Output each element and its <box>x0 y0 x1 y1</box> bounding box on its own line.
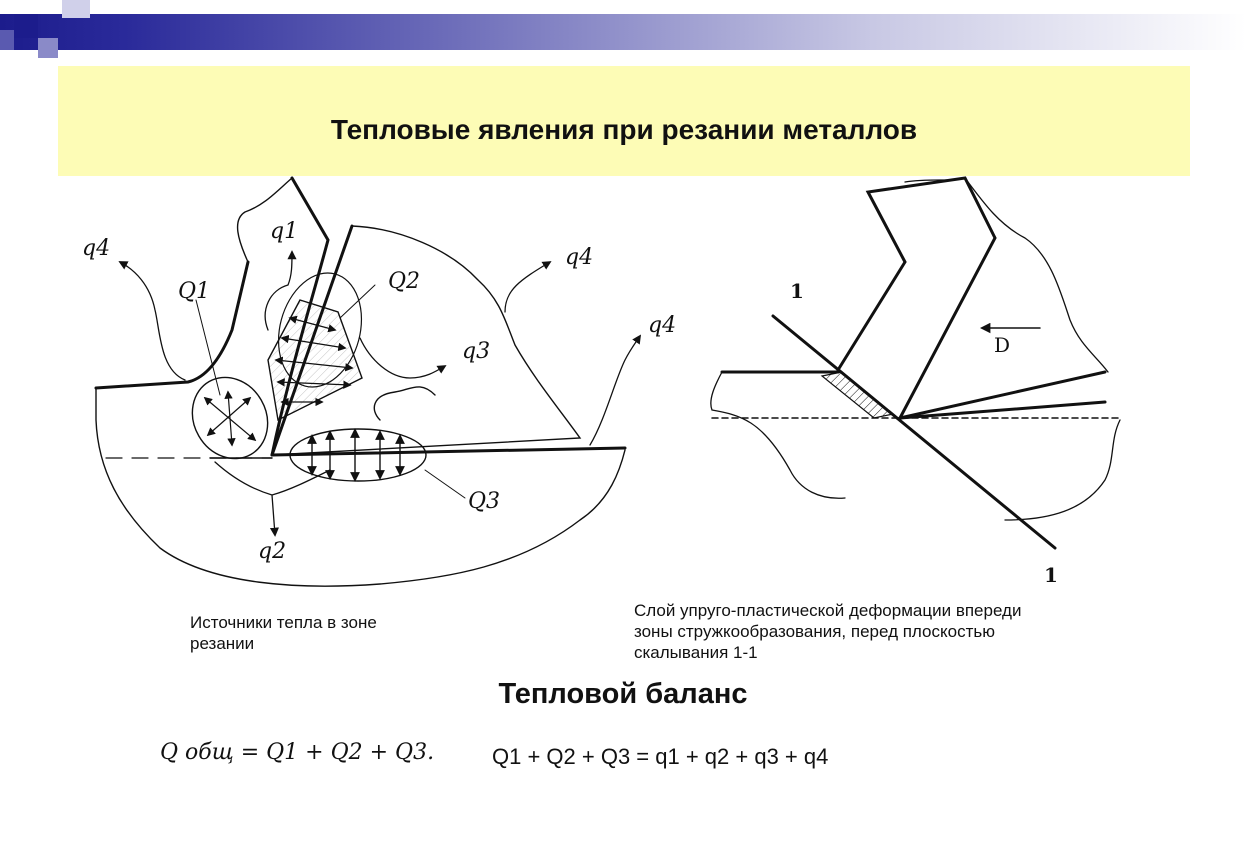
heat-sources-diagram <box>94 176 642 587</box>
header-decoration-square <box>0 30 14 50</box>
caption-heat-sources: Источники тепла в зоне резании <box>190 613 377 653</box>
label-q4-top: q4 <box>565 245 593 270</box>
label-q3: q3 <box>462 339 490 364</box>
shear-plane <box>771 314 1057 550</box>
label-q2: q2 <box>258 539 286 564</box>
chip-outline <box>236 177 293 263</box>
arrow-q2 <box>214 461 331 535</box>
label-D: D <box>994 333 1010 357</box>
header-decoration-square <box>38 38 58 58</box>
label-Q2: Q2 <box>388 269 420 294</box>
leader-Q2 <box>339 284 376 319</box>
header-decoration-square <box>14 14 38 38</box>
formula-heat-balance-text: Q1 + Q2 + Q3 = q1 + q2 + q3 + q4 <box>492 744 829 769</box>
right-tool-flank <box>898 400 1107 420</box>
label-q4-left: q4 <box>82 236 110 261</box>
arrow-q4-top <box>504 261 552 313</box>
right-tool-rake <box>898 370 1107 420</box>
formula-heat-balance: Q1 + Q2 + Q3 = q1 + q2 + q3 + q4 <box>492 744 828 770</box>
formula-total-heat-text: Q общ = Q1 + Q2 + Q3. <box>160 740 435 765</box>
deformation-layer <box>820 371 895 419</box>
page-title: Тепловые явления при резании металлов <box>330 114 918 145</box>
label-shear-bottom: 1 <box>1044 563 1058 587</box>
formula-total-heat: Q общ = Q1 + Q2 + Q3. <box>160 740 434 765</box>
right-outline-left <box>710 371 846 499</box>
arrow-q4-left <box>118 261 186 381</box>
workpiece-surface <box>94 260 250 390</box>
tool-body <box>271 225 582 456</box>
leader-Q3 <box>424 469 466 499</box>
label-q1: q1 <box>270 219 298 244</box>
header-decoration-square <box>62 0 90 18</box>
arrow-q4-right <box>589 334 642 446</box>
workpiece-outline <box>95 387 626 587</box>
heat-balance-heading: Тепловой баланс <box>498 678 748 710</box>
wear-bump <box>373 386 436 421</box>
label-Q1: Q1 <box>178 279 210 304</box>
right-chip <box>836 176 997 420</box>
label-q4-right: q4 <box>648 313 676 338</box>
arrow-q3 <box>359 337 447 379</box>
zone-Q1 <box>191 376 269 460</box>
leader-Q1 <box>195 299 221 396</box>
title-band: Тепловые явления при резании металлов <box>58 66 1190 176</box>
right-outline-bottom <box>1004 419 1121 521</box>
label-shear-top: 1 <box>790 279 804 303</box>
deformation-layer-diagram <box>710 176 1121 550</box>
zone-Q2-outline <box>277 272 363 388</box>
header-decoration-bar <box>0 14 1246 50</box>
caption-deformation-layer: Слой упруго-пластической деформации впер… <box>634 601 1022 662</box>
label-Q3: Q3 <box>468 489 500 514</box>
arrow-q1 <box>264 250 297 331</box>
